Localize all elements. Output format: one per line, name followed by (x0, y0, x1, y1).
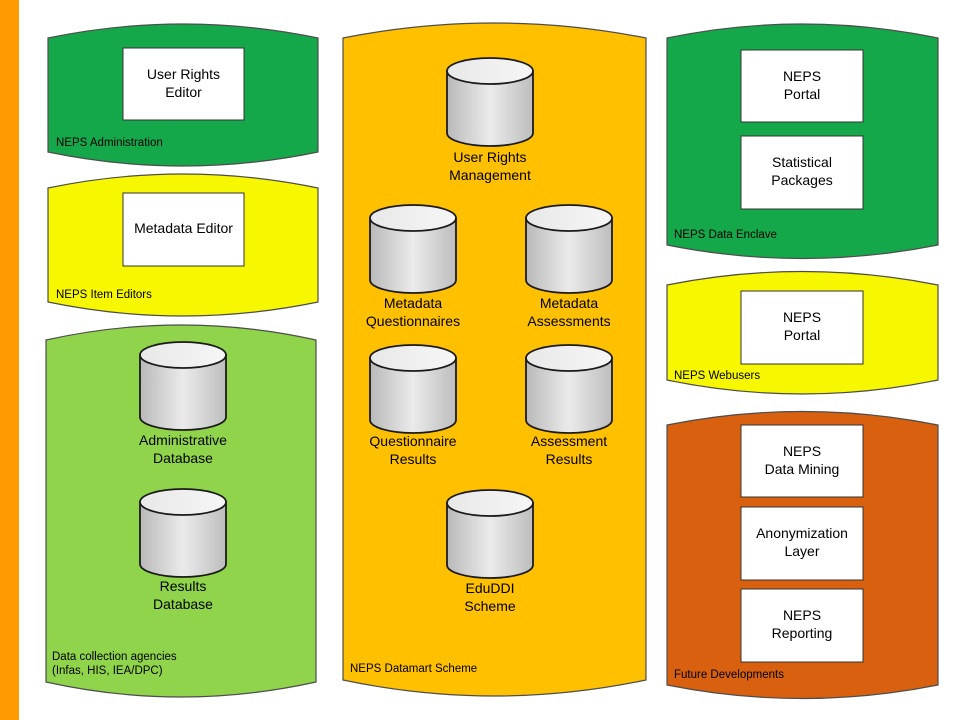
results-database-body (139, 501, 227, 578)
collection-caption-line1: Data collection agencies (52, 651, 177, 663)
administrative-database-label-line1: Administrative (139, 432, 227, 448)
data-mining-box (740, 424, 864, 498)
questionnaire-results-database-top (369, 344, 457, 372)
questionnaire-results-database-label-line1: Questionnaire (369, 433, 456, 449)
user-rights-management-database-label-line2: Management (449, 167, 531, 183)
webusers-portal-box (740, 290, 864, 365)
administrative-database-label-line2: Database (153, 450, 213, 466)
metadata-editor-label: Metadata Editor (134, 220, 233, 236)
anonymization-layer-box (740, 506, 864, 581)
database-cylinders: AdministrativeDatabaseResultsDatabaseUse… (139, 57, 613, 614)
editors-caption: NEPS Item Editors (56, 289, 152, 301)
enclave-portal-box (740, 49, 864, 123)
questionnaire-results-database-body (369, 357, 457, 434)
user-rights-editor-line1: User Rights (147, 66, 220, 82)
statistical-packages-box (740, 135, 864, 210)
container-datamart-shape (342, 22, 647, 697)
metadata-questionnaires-database-label-line1: Metadata (384, 295, 443, 311)
container-neps-data-enclave: NEPS Portal Statistical Packages NEPS Da… (666, 23, 939, 260)
eduddi-scheme-database-top (446, 489, 534, 517)
orange-sidebar-strip (0, 0, 19, 720)
enclave-caption: NEPS Data Enclave (674, 229, 777, 241)
eduddi-scheme-database-label-line2: Scheme (464, 598, 516, 614)
questionnaire-results-database-label-line2: Results (390, 451, 437, 467)
container-neps-datamart-scheme: NEPS Datamart Scheme (342, 22, 647, 697)
container-neps-webusers: NEPS Portal NEPS Webusers (666, 270, 939, 395)
reporting-box (740, 588, 864, 663)
metadata-editor-box (122, 192, 245, 267)
metadata-assessments-database-label-line2: Assessments (527, 313, 610, 329)
statistical-packages-line2: Packages (771, 172, 832, 188)
administrative-database-body (139, 354, 227, 431)
enclave-portal-line2: Portal (784, 86, 821, 102)
metadata-questionnaires-database-body (369, 217, 457, 294)
statistical-packages-line1: Statistical (772, 154, 832, 170)
assessment-results-database-label-line2: Results (546, 451, 593, 467)
user-rights-management-database-top (446, 57, 534, 85)
metadata-assessments-database-body (525, 217, 613, 294)
user-rights-editor-box (122, 47, 245, 121)
user-rights-editor-line2: Editor (165, 84, 202, 100)
datamart-caption: NEPS Datamart Scheme (350, 663, 477, 675)
metadata-assessments-database-top (525, 204, 613, 232)
webusers-portal-line2: Portal (784, 327, 821, 343)
administrative-database-top (139, 341, 227, 369)
future-caption: Future Developments (674, 669, 784, 681)
eduddi-scheme-database-label-line1: EduDDI (465, 580, 514, 596)
metadata-questionnaires-database-label-line2: Questionnaires (366, 313, 460, 329)
assessment-results-database-body (525, 357, 613, 434)
user-rights-management-database-label-line1: User Rights (453, 149, 526, 165)
admin-caption: NEPS Administration (56, 137, 163, 149)
assessment-results-database-label-line1: Assessment (531, 433, 607, 449)
data-mining-line2: Data Mining (765, 461, 840, 477)
anonymization-layer-line2: Layer (784, 543, 819, 559)
anonymization-layer-line1: Anonymization (756, 525, 848, 541)
container-neps-administration: User Rights Editor NEPS Administration (47, 23, 319, 167)
eduddi-scheme-database-body (446, 502, 534, 579)
results-database-top (139, 488, 227, 516)
metadata-assessments-database-label-line1: Metadata (540, 295, 599, 311)
metadata-questionnaires-database-top (369, 204, 457, 232)
collection-caption-line2: (Infas, HIS, IEA/DPC) (52, 665, 163, 677)
reporting-line2: Reporting (772, 625, 833, 641)
container-neps-item-editors: Metadata Editor NEPS Item Editors (47, 173, 319, 317)
reporting-line1: NEPS (783, 607, 821, 623)
results-database-label-line1: Results (160, 578, 207, 594)
data-mining-line1: NEPS (783, 443, 821, 459)
assessment-results-database-top (525, 344, 613, 372)
container-future-developments: NEPS Data Mining Anonymization Layer NEP… (666, 410, 939, 700)
user-rights-management-database-body (446, 70, 534, 147)
webusers-caption: NEPS Webusers (674, 370, 760, 382)
enclave-portal-line1: NEPS (783, 68, 821, 84)
eduddi-scheme-database: EduDDI Scheme (446, 489, 534, 614)
results-database-label-line2: Database (153, 596, 213, 612)
webusers-portal-line1: NEPS (783, 309, 821, 325)
